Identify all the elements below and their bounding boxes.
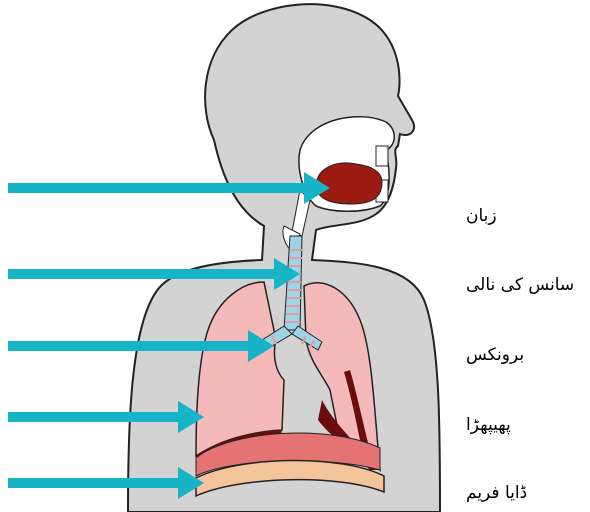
tongue — [316, 163, 382, 204]
label-trachea: سانس کی نالی — [466, 275, 574, 295]
label-tongue: زبان — [466, 206, 497, 226]
label-bronchus: برونکس — [466, 345, 524, 365]
upper-teeth — [376, 146, 388, 166]
label-diaphragm: ڈایا فریم — [466, 483, 527, 503]
label-lung: پھیپھڑا — [466, 415, 511, 435]
